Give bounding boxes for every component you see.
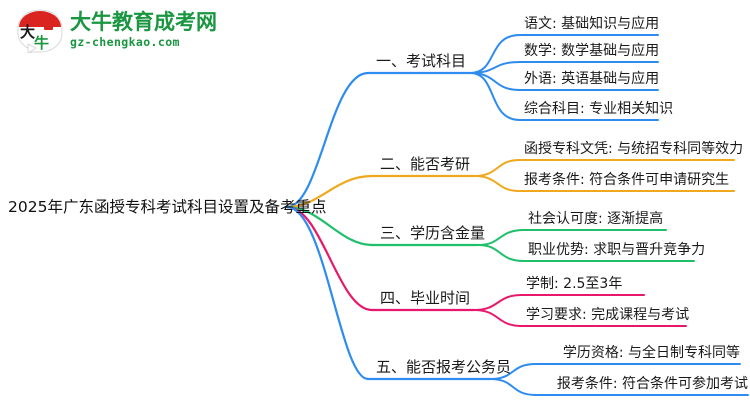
leaf-label-4-2[interactable]: 学习要求: 完成课程与考试: [526, 307, 690, 323]
leaf-label-1-1[interactable]: 语文: 基础知识与应用: [524, 16, 660, 32]
leaf-curve-1-4: [469, 72, 521, 121]
leaf-curve-3-2: [477, 244, 525, 262]
branch-curve-1: [285, 71, 370, 209]
branch-label-2[interactable]: 二、能否考研: [380, 155, 471, 173]
svg-text:大: 大: [20, 23, 35, 41]
leaf-curve-5-2: [489, 378, 537, 396]
leaf-curve-4-1: [473, 294, 523, 311]
branch-label-4[interactable]: 四、毕业时间: [380, 289, 471, 307]
leaf-label-3-2[interactable]: 职业优势: 求职与晋升竞争力: [528, 242, 706, 258]
branch-label-1[interactable]: 一、考试科目: [376, 52, 467, 70]
leaf-label-5-2[interactable]: 报考条件: 符合条件可参加考试: [556, 376, 748, 392]
leaf-label-1-4[interactable]: 综合科目: 专业相关知识: [524, 101, 674, 117]
logo-wordmark: 大牛教育成考网 gz-chengkao.com: [70, 10, 217, 51]
logo-domain: gz-chengkao.com: [70, 35, 180, 49]
leaf-label-2-2[interactable]: 报考条件: 符合条件可申请研究生: [524, 172, 730, 188]
leaf-label-2-1[interactable]: 函授专科文凭: 与统招专科同等效力: [524, 141, 744, 157]
leaf-label-4-1[interactable]: 学制: 2.5至3年: [526, 276, 623, 292]
leaf-label-1-2[interactable]: 数学: 数学基础与应用: [524, 43, 660, 59]
leaf-label-3-1[interactable]: 社会认可度: 逐渐提高: [528, 211, 664, 227]
svg-text:牛: 牛: [34, 34, 49, 52]
site-logo: 大 牛 大牛教育成考网 gz-chengkao.com: [14, 8, 217, 54]
branch-curve-2: [285, 174, 374, 209]
leaf-label-1-3[interactable]: 外语: 英语基础与应用: [524, 71, 660, 87]
leaf-curve-2-2: [473, 175, 521, 192]
logo-company-name: 大牛教育成考网: [70, 10, 217, 34]
branch-label-5[interactable]: 五、能否报考公务员: [376, 358, 512, 376]
branch-curve-3: [285, 205, 374, 247]
leaf-curve-2-1: [473, 159, 521, 177]
daniu-logo-icon: 大 牛: [14, 8, 66, 54]
branch-curve-5: [285, 205, 370, 381]
branch-label-3[interactable]: 三、学历含金量: [380, 224, 486, 242]
mindmap-root-title: 2025年广东函授专科考试科目设置及备考重点: [8, 198, 327, 216]
leaf-curve-4-2: [473, 309, 523, 327]
leaf-curve-1-3: [469, 72, 521, 91]
branch-curve-4: [285, 205, 374, 312]
leaf-label-5-1[interactable]: 学历资格: 与全日制专科同等: [562, 345, 740, 361]
